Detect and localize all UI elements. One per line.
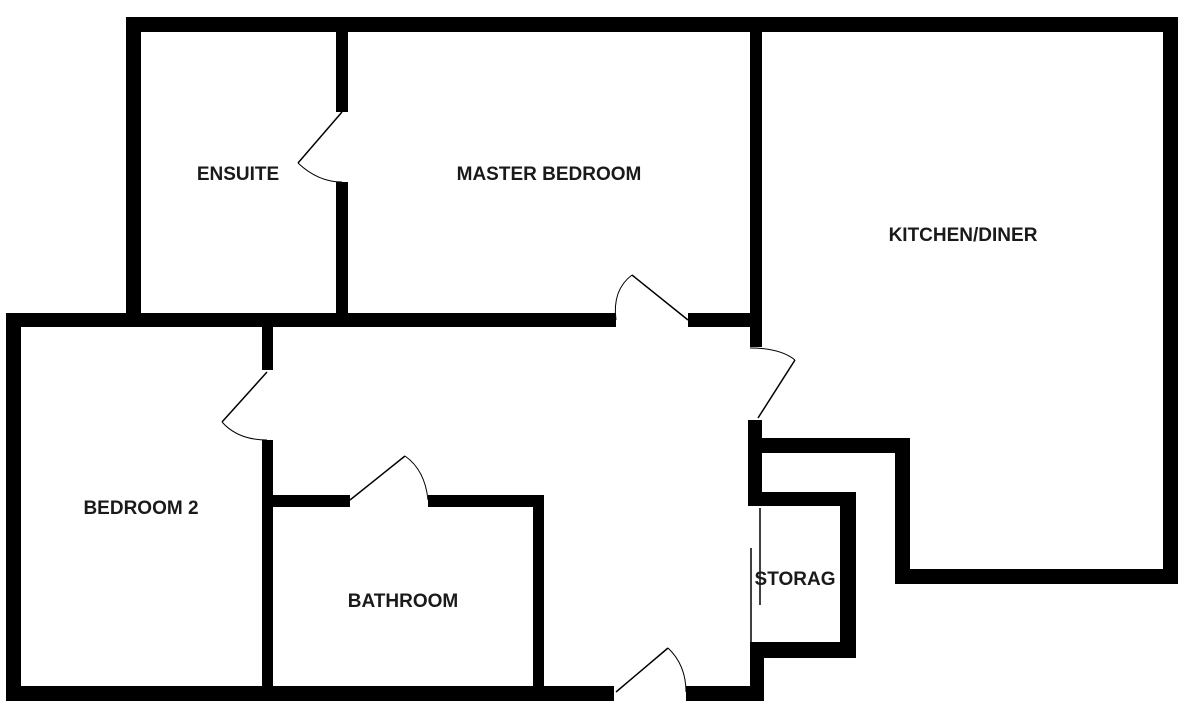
door-master-bedroom [614,274,689,321]
room-labels: ENSUITE MASTER BEDROOM KITCHEN/DINER BED… [83,164,1037,612]
door-entrance [615,647,687,693]
label-master-bedroom: MASTER BEDROOM [457,164,642,185]
wall-master-kitchen [750,17,762,347]
wall-upper-block-bottom-left [6,313,616,327]
wall-bedroom2-hall-upper [262,322,273,370]
wall-ensuite-master-lower [336,182,348,322]
door-storage [750,508,761,645]
wall-storage-left-lower [750,642,764,701]
label-bathroom: BATHROOM [348,591,458,612]
wall-upper-block-bottom-right [688,313,762,327]
wall-storage-bottom [750,642,856,658]
wall-kitchen-step-vertical [895,438,910,584]
wall-kitchen-bottom [895,569,1178,584]
wall-bathroom-top-left [262,495,350,507]
wall-upper-left [126,17,141,327]
wall-kitchen-step-horizontal [750,438,910,453]
wall-bedroom2-hall-lower [262,440,273,698]
label-storage: STORAG [755,569,836,590]
door-bedroom-2 [221,371,268,441]
wall-storage-right [840,492,856,658]
label-ensuite: ENSUITE [197,164,279,185]
wall-bottom-right [686,686,762,701]
label-bedroom-2: BEDROOM 2 [83,498,198,519]
door-ensuite [297,111,343,183]
wall-top [126,17,1178,32]
walls [6,17,1178,701]
door-kitchen [749,347,796,419]
wall-bedroom2-left [6,313,21,701]
wall-kitchen-right [1163,17,1178,584]
doors [221,111,796,693]
wall-storage-top [750,492,856,506]
wall-hall-kitchen-lower [748,420,762,506]
wall-bathroom-right [533,495,544,698]
label-kitchen-diner: KITCHEN/DINER [889,225,1038,246]
wall-ensuite-master-upper [336,17,348,112]
door-bathroom [349,455,429,501]
wall-bathroom-top-right [428,495,544,507]
wall-bottom-left [6,686,614,701]
